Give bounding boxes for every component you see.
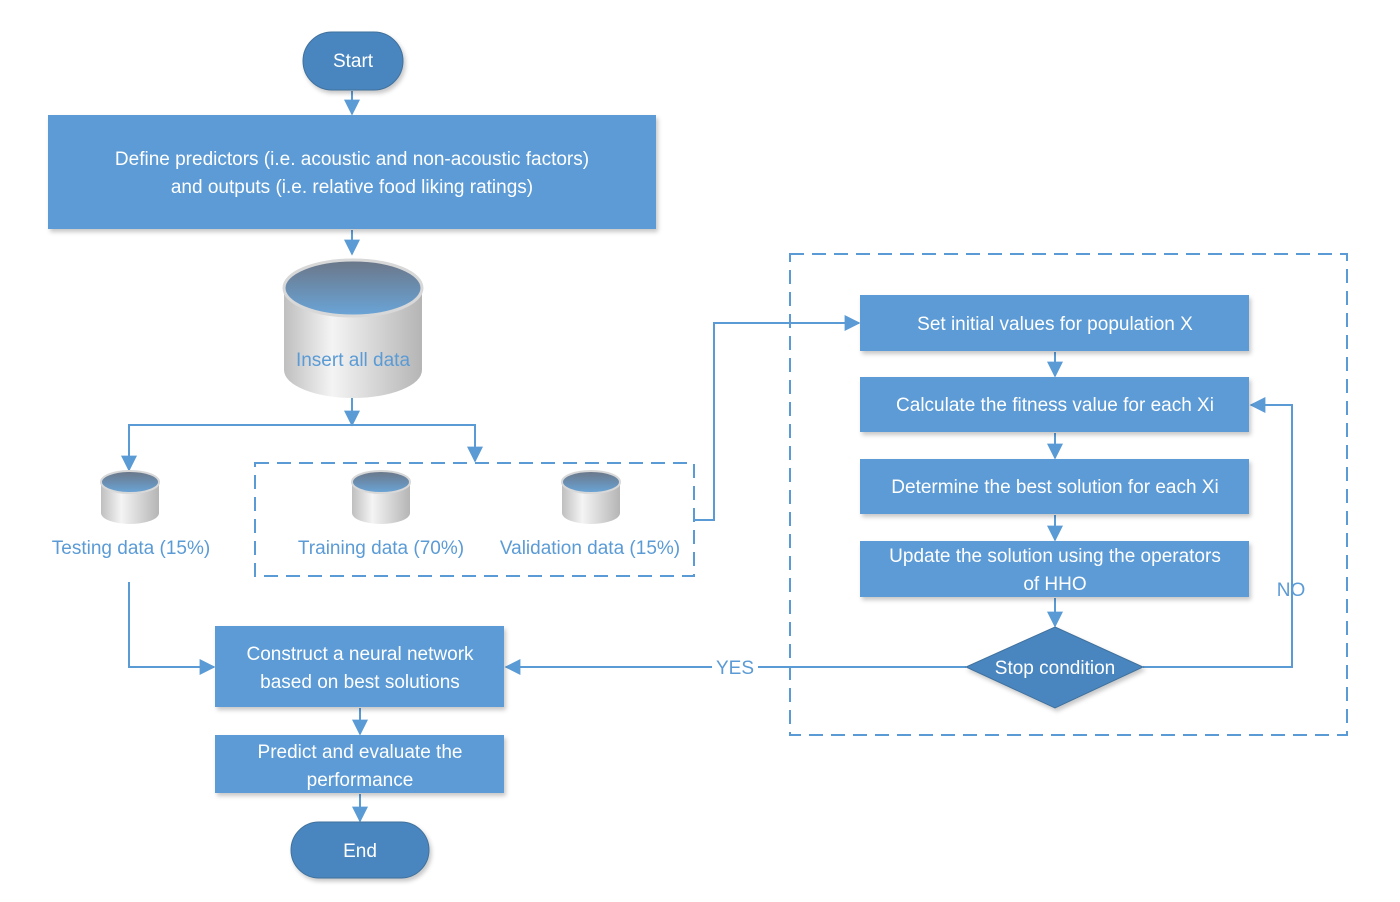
validation-data-label: Validation data (15%) xyxy=(500,538,680,559)
testing-data-label: Testing data (15%) xyxy=(52,538,210,559)
no-label: NO xyxy=(1277,580,1306,601)
split-connector xyxy=(128,424,483,468)
start-terminator: Start xyxy=(302,31,404,91)
predict-line-2: performance xyxy=(307,770,414,791)
construct-network-box: Construct a neural network based on best… xyxy=(215,626,504,707)
update-solution-box: Update the solution using the operators … xyxy=(860,541,1249,597)
predict-evaluate-box: Predict and evaluate the performance xyxy=(215,735,504,793)
determine-best-box: Determine the best solution for each Xi xyxy=(860,459,1249,514)
update-line-2: of HHO xyxy=(1023,574,1086,595)
end-terminator: End xyxy=(290,821,430,879)
construct-line-1: Construct a neural network xyxy=(246,644,474,665)
calculate-fitness-label: Calculate the fitness value for each Xi xyxy=(896,395,1214,416)
yes-label: YES xyxy=(716,658,754,679)
validation-data-database xyxy=(561,470,621,524)
define-predictors-box: Define predictors (i.e. acoustic and non… xyxy=(48,115,656,229)
insert-all-data-label: Insert all data xyxy=(296,350,410,371)
training-validation-frame xyxy=(254,462,695,577)
define-line-1: Define predictors (i.e. acoustic and non… xyxy=(115,149,589,170)
start-label: Start xyxy=(333,51,374,72)
end-label: End xyxy=(343,841,377,862)
stop-condition-label: Stop condition xyxy=(995,658,1115,679)
define-line-2: and outputs (i.e. relative food liking r… xyxy=(171,177,533,198)
update-line-1: Update the solution using the operators xyxy=(889,546,1221,567)
set-initial-values-label: Set initial values for population X xyxy=(917,314,1193,335)
arrow-validation-to-hho xyxy=(694,315,861,521)
predict-line-1: Predict and evaluate the xyxy=(258,742,463,763)
construct-line-2: based on best solutions xyxy=(260,672,460,693)
training-data-database xyxy=(351,470,411,524)
set-initial-values-box: Set initial values for population X xyxy=(860,295,1249,351)
stop-condition-decision: Stop condition xyxy=(964,626,1145,709)
calculate-fitness-box: Calculate the fitness value for each Xi xyxy=(860,377,1249,432)
determine-best-label: Determine the best solution for each Xi xyxy=(891,477,1218,498)
yes-label-bg xyxy=(712,656,758,678)
arrow-testing-to-construct xyxy=(128,582,216,675)
training-data-label: Training data (70%) xyxy=(298,538,464,559)
hho-optimization-frame xyxy=(789,253,1348,736)
arrow-stop-no-loop xyxy=(1143,397,1293,668)
insert-all-data-database: Insert all data xyxy=(282,258,424,398)
testing-data-database xyxy=(100,470,160,524)
